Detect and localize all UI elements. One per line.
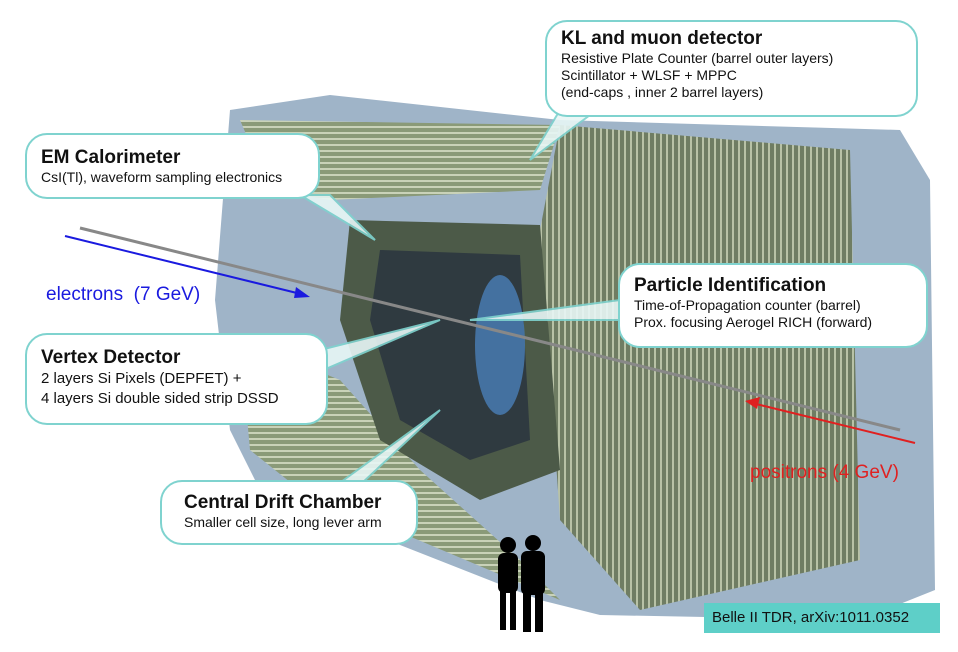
positrons-label: positrons (4 GeV) <box>750 462 899 483</box>
callout-title: Particle Identification <box>634 275 827 296</box>
beam-pipe <box>79 226 901 432</box>
callout-line: Prox. focusing Aerogel RICH (forward) <box>634 314 873 330</box>
klm-barrel-top <box>240 120 560 200</box>
callout-pointers <box>296 108 621 491</box>
electron-arrow <box>64 235 306 296</box>
callout-title: Central Drift Chamber <box>184 492 382 513</box>
positron-arrow <box>751 402 916 444</box>
callout-line: Time-of-Propagation counter (barrel) <box>634 297 861 313</box>
human-silhouettes <box>498 535 545 632</box>
callout-cdc: Central Drift Chamber Smaller cell size,… <box>160 480 418 545</box>
top-disk <box>475 275 525 415</box>
callout-klm: KL and muon detector Resistive Plate Cou… <box>545 20 918 117</box>
callout-line: Smaller cell size, long lever arm <box>184 514 382 530</box>
callout-line: Scintillator + WLSF + MPPC <box>561 67 737 83</box>
callout-line: (end-caps , inner 2 barrel layers) <box>561 84 764 100</box>
electron-arrowhead <box>294 287 310 298</box>
callout-pid: Particle Identification Time-of-Propagat… <box>618 263 928 348</box>
klm-endcap <box>540 125 860 610</box>
callout-ecl: EM Calorimeter CsI(Tl), waveform samplin… <box>25 133 320 199</box>
callout-line: 2 layers Si Pixels (DEPFET) + <box>41 370 242 387</box>
callout-title: Vertex Detector <box>41 347 181 368</box>
electrons-label: electrons (7 GeV) <box>46 284 201 305</box>
callout-line: 4 layers Si double sided strip DSSD <box>41 390 279 407</box>
callout-line: Resistive Plate Counter (barrel outer la… <box>561 50 834 66</box>
positron-arrowhead <box>745 397 760 409</box>
citation-box: Belle II TDR, arXiv:1011.0352 <box>704 603 940 633</box>
callout-vxd: Vertex Detector 2 layers Si Pixels (DEPF… <box>25 333 328 425</box>
callout-line: CsI(Tl), waveform sampling electronics <box>41 169 283 185</box>
callout-title: KL and muon detector <box>561 28 763 49</box>
callout-title: EM Calorimeter <box>41 147 181 168</box>
